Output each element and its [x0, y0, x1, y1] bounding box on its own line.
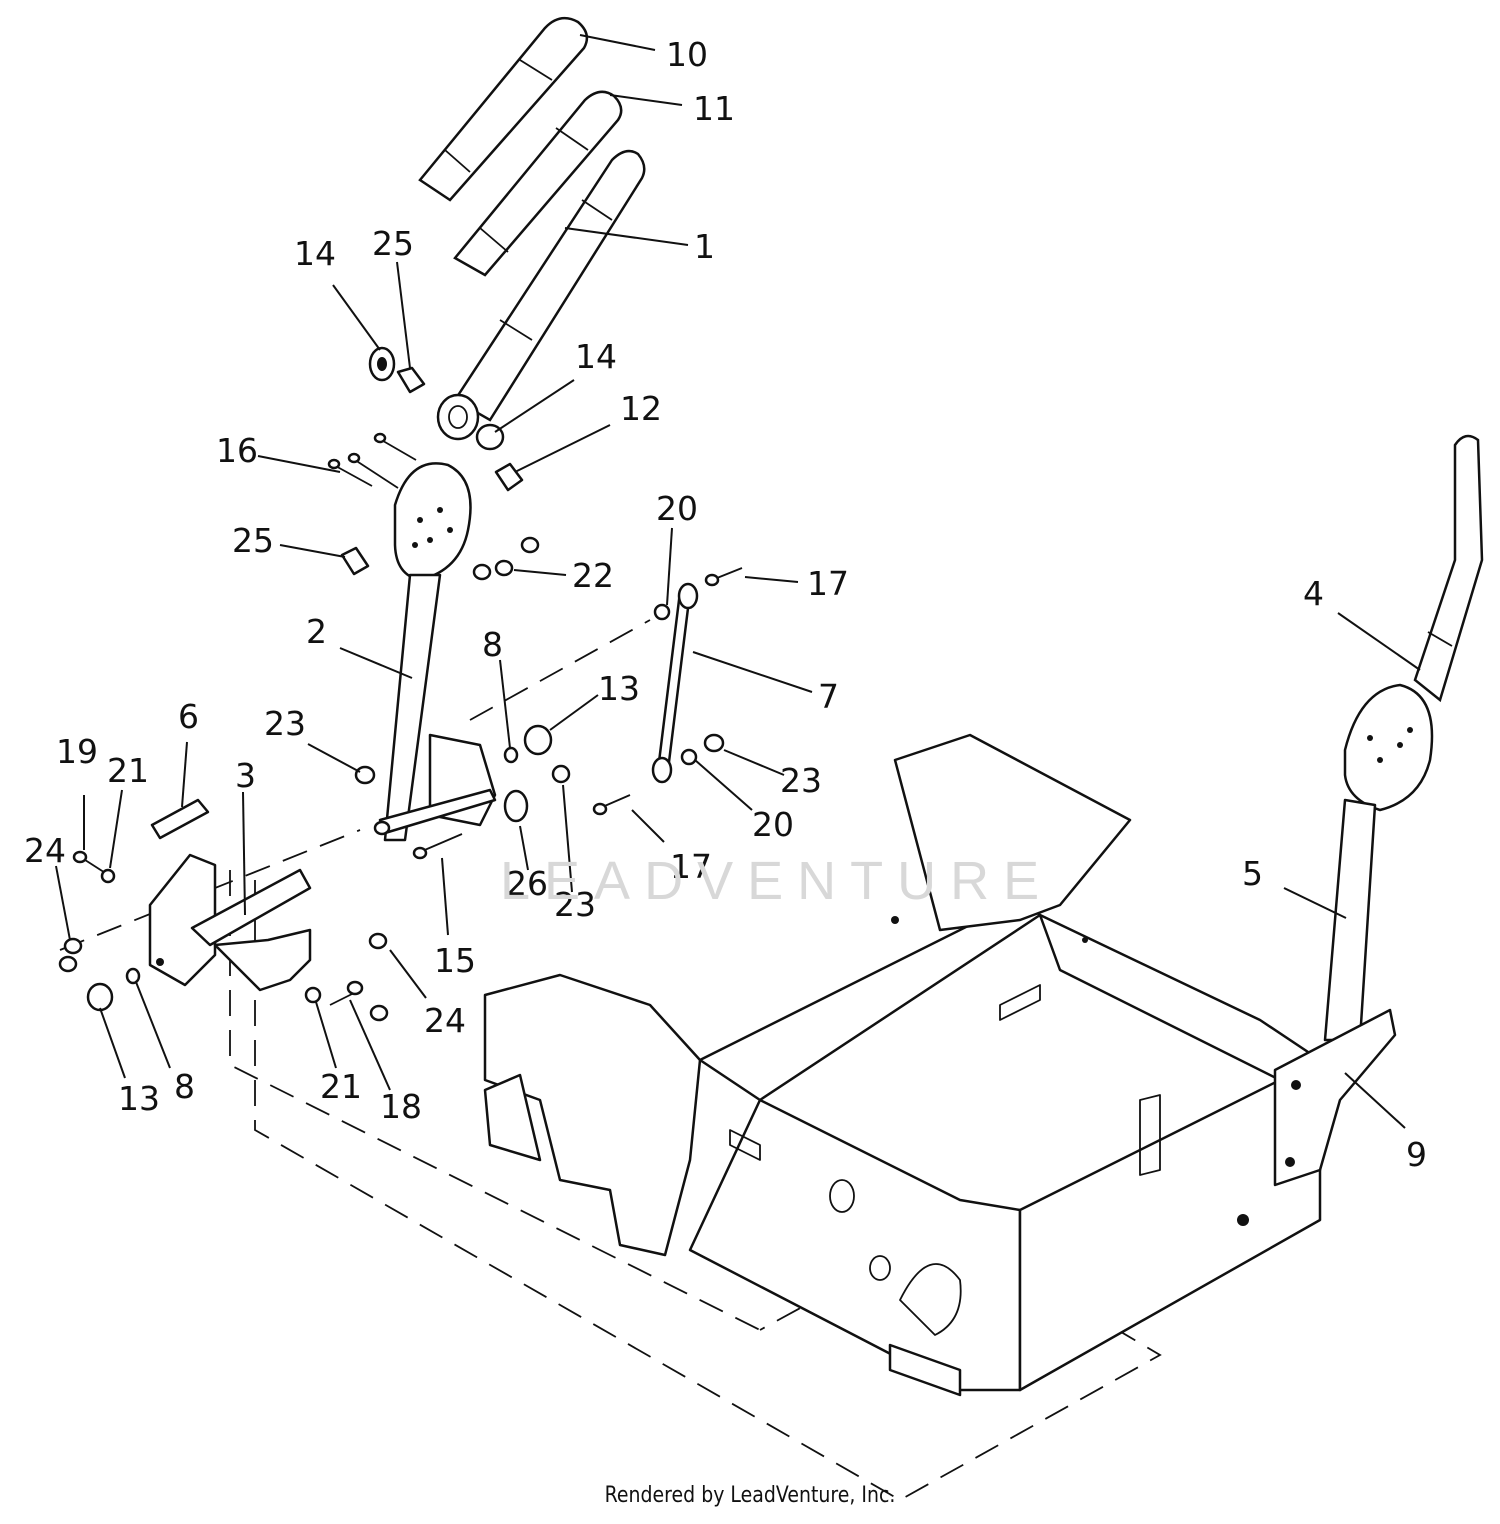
- callout-6: 6: [178, 697, 199, 736]
- callout-18: 18: [380, 1087, 422, 1126]
- callout-3: 3: [235, 756, 256, 795]
- washer-8-upper: [503, 746, 519, 764]
- watermark: LEADVENTURE: [500, 851, 1054, 911]
- nuts-22: [472, 536, 540, 581]
- callout-24-center: 24: [424, 1001, 466, 1040]
- callout-17-lower: 17: [670, 847, 712, 886]
- callout-24-left: 24: [24, 831, 66, 870]
- callout-14-lower: 14: [575, 337, 617, 376]
- callout-17-upper: 17: [807, 564, 849, 603]
- callout-11: 11: [693, 89, 735, 128]
- bracket-3: [148, 853, 312, 992]
- callout-19: 19: [56, 732, 98, 771]
- callout-23-center: 23: [554, 885, 596, 924]
- callout-20-upper: 20: [656, 489, 698, 528]
- callout-22: 22: [572, 556, 614, 595]
- washer-21-lower: [304, 986, 322, 1004]
- spacer-25-upper: [396, 366, 426, 394]
- callout-16: 16: [216, 431, 258, 470]
- callout-4: 4: [1303, 574, 1324, 613]
- callout-13-lower: 13: [118, 1079, 160, 1118]
- washer-8-lower: [125, 967, 141, 985]
- lever-arm-2: [383, 462, 472, 842]
- main-frame: [483, 733, 1322, 1397]
- spacer-26: [503, 789, 529, 823]
- callout-labels: 10 11 1 14 25 14 12 16 25 22 20 17 4 2 8…: [24, 35, 1427, 1174]
- callout-23-right: 23: [780, 761, 822, 800]
- callout-8-lower: 8: [174, 1067, 195, 1106]
- callout-25-lower: 25: [232, 521, 274, 560]
- callout-1: 1: [694, 227, 715, 266]
- nut-23-center: [551, 764, 571, 784]
- control-handle-1: [453, 149, 646, 422]
- callout-10: 10: [666, 35, 708, 74]
- nut-20-lower: [680, 748, 698, 766]
- callout-23-left: 23: [264, 704, 306, 743]
- handle-pivot-eye: [436, 393, 480, 441]
- washer-21-upper: [100, 868, 116, 884]
- bolt-15: [412, 833, 463, 860]
- bracket-9: [1273, 1008, 1397, 1187]
- bolt-17-lower: [592, 794, 631, 816]
- callout-14-upper: 14: [294, 234, 336, 273]
- pivot-bracket: [373, 733, 497, 836]
- bushing-13-lower: [86, 982, 114, 1012]
- callout-12: 12: [620, 389, 662, 428]
- callout-15: 15: [434, 941, 476, 980]
- callout-21-lower: 21: [320, 1067, 362, 1106]
- bolts-16: [327, 432, 417, 489]
- callout-5: 5: [1242, 854, 1263, 893]
- nut-20-upper: [653, 603, 671, 621]
- nut-24-center: [368, 932, 388, 950]
- nut-23-right: [703, 733, 725, 753]
- lever-arm-5: [1323, 683, 1434, 1042]
- render-credit: Rendered by LeadVenture, Inc.: [604, 1483, 896, 1508]
- leader-lines: [55, 34, 1421, 1129]
- callout-2: 2: [306, 612, 327, 651]
- key-6: [150, 798, 210, 840]
- nut-24-right: [369, 1004, 389, 1022]
- callout-8-upper: 8: [482, 625, 503, 664]
- spacer-25-lower: [340, 546, 370, 576]
- callout-7: 7: [818, 677, 839, 716]
- callout-20-lower: 20: [752, 805, 794, 844]
- link-rod-7: [651, 582, 699, 784]
- flange-bushing-14-upper: [368, 346, 396, 382]
- nuts-24-left: [58, 937, 83, 973]
- bolt-18: [329, 980, 364, 1006]
- callout-26: 26: [506, 864, 548, 903]
- handle-grip-10: [418, 16, 589, 202]
- nut-23-left: [354, 765, 376, 785]
- callout-13-upper: 13: [598, 669, 640, 708]
- callout-9: 9: [1406, 1135, 1427, 1174]
- callout-21-upper: 21: [107, 751, 149, 790]
- spacer-12: [494, 462, 524, 492]
- callout-25-upper: 25: [372, 224, 414, 263]
- bolt-17-upper: [704, 567, 743, 587]
- bushing-13-upper: [523, 724, 553, 756]
- handle-4: [1413, 434, 1484, 703]
